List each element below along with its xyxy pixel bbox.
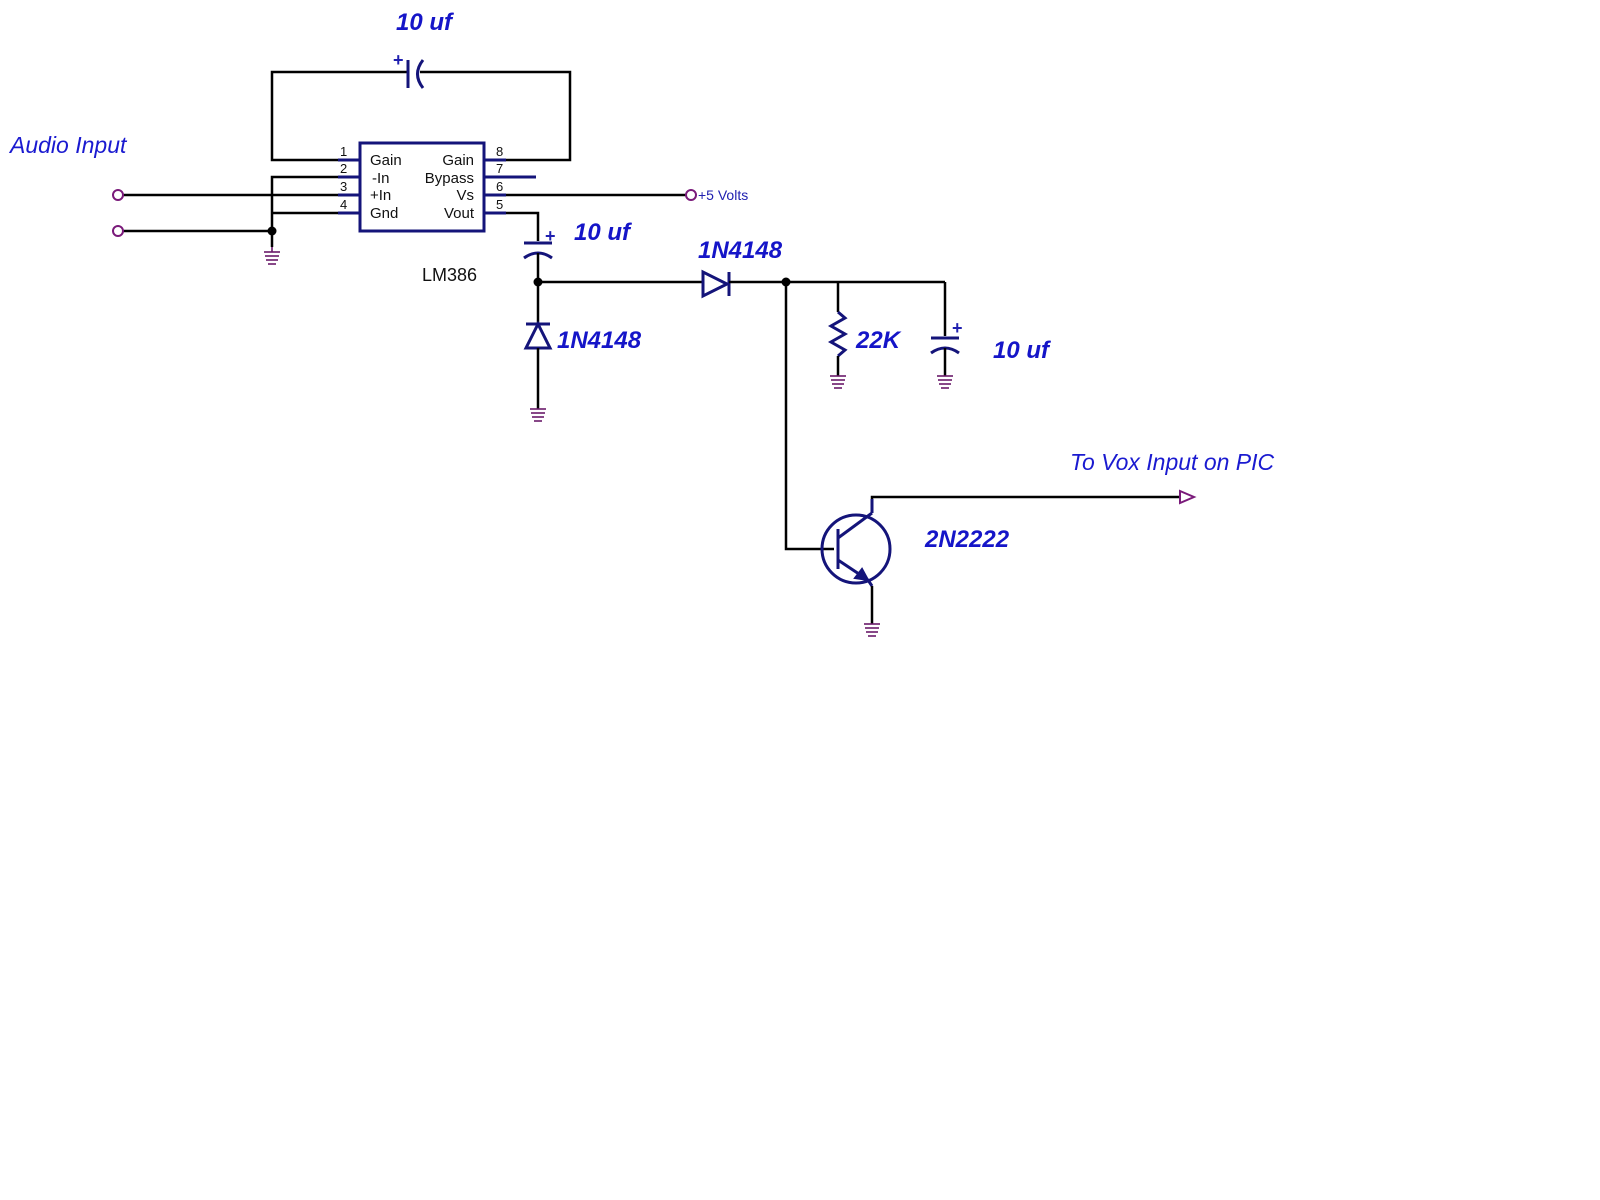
shunt-diode	[523, 282, 553, 409]
pin-3-number: 3	[340, 179, 347, 194]
pin-1-number: 1	[340, 144, 347, 159]
filter-capacitor: +	[930, 282, 963, 376]
coupling-cap-label: 10 uf	[574, 219, 632, 246]
gain-feedback-loop	[270, 70, 572, 162]
pin-1-name: Gain	[370, 152, 402, 169]
audio-input-terminal-1	[112, 189, 124, 201]
audio-input-label: Audio Input	[8, 132, 128, 158]
audio-input-terminal-2	[112, 225, 124, 237]
base-wire	[784, 282, 834, 551]
output-label: To Vox Input on PIC	[1070, 449, 1275, 475]
ground-symbol-shunt-diode	[530, 408, 546, 422]
coupling-cap-plus: +	[545, 226, 556, 246]
supply-terminal	[685, 189, 697, 201]
filter-cap-plus: +	[952, 318, 963, 338]
pin-7-number: 7	[496, 161, 503, 176]
series-diode	[538, 269, 945, 299]
series-diode-label: 1N4148	[698, 237, 783, 264]
output-arrow-icon	[1179, 489, 1197, 505]
pin-8-number: 8	[496, 144, 503, 159]
ground-symbol-filter-cap	[937, 375, 953, 389]
resistor-label: 22K	[855, 327, 902, 354]
supply-label: +5 Volts	[698, 187, 748, 203]
ground-symbol-resistor	[830, 375, 846, 389]
pin-8-name: Gain	[442, 152, 474, 169]
audio-input-wiring	[123, 175, 338, 247]
shunt-diode-label: 1N4148	[557, 327, 642, 354]
output-wire	[870, 495, 1180, 499]
ic-part-label: LM386	[422, 265, 477, 285]
pin-5-number: 5	[496, 197, 503, 212]
resistor-22k	[827, 282, 849, 376]
transistor-label: 2N2222	[924, 526, 1010, 553]
coupling-capacitor: +	[506, 211, 556, 282]
pin-4-number: 4	[340, 197, 347, 212]
pin-7-name: Bypass	[425, 170, 474, 187]
feedback-capacitor: +	[393, 50, 425, 89]
ground-symbol-transistor	[864, 623, 880, 637]
pin-2-name: -In	[372, 170, 390, 187]
pin-4-name: Gnd	[370, 205, 398, 222]
pin-6-number: 6	[496, 179, 503, 194]
pin-2-number: 2	[340, 161, 347, 176]
pin-5-name: Vout	[444, 205, 475, 222]
filter-cap-label: 10 uf	[993, 337, 1051, 364]
transistor-2n2222	[820, 499, 892, 587]
lm386-ic: 1 2 3 4 Gain -In +In Gnd 8 7 6 5 Gain By…	[338, 141, 536, 233]
feedback-cap-plus: +	[393, 50, 404, 70]
ground-symbol-input	[264, 247, 280, 265]
feedback-cap-label: 10 uf	[396, 9, 454, 36]
pin-6-name: Vs	[456, 187, 474, 204]
pin-3-name: +In	[370, 187, 391, 204]
